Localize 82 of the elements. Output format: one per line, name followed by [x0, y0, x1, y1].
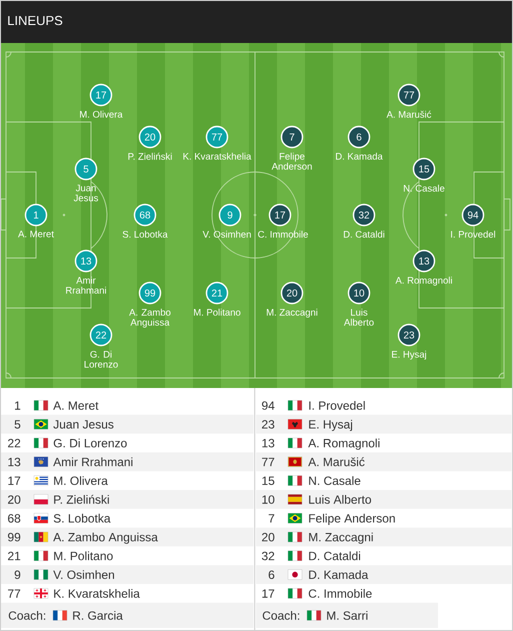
header-bar: LINEUPS [0, 0, 513, 43]
player-name: N. Casale [404, 184, 444, 192]
jersey-number: 13 [8, 458, 20, 466]
player-name: M. Zaccagni [309, 532, 373, 544]
jersey-number: 22 [8, 438, 20, 448]
player-name: S. Lobotka [54, 514, 111, 523]
player-name: Juan Jesus [74, 184, 98, 202]
player-badge: 22 [90, 324, 112, 346]
player-name: M. Politano [54, 551, 113, 560]
player-name: E. Hysaj [392, 350, 426, 360]
jersey-number: 94 [262, 401, 274, 410]
player-name: E. Hysaj [309, 420, 352, 431]
player-name: D. Cataldi [309, 551, 360, 560]
player-name: A. Romagnoli [396, 276, 452, 286]
player-name: Felipe Anderson [272, 152, 312, 170]
player-name: D. Cataldi [344, 230, 384, 238]
jersey-number: 7 [268, 514, 274, 522]
player-name: P. Zieliński [54, 494, 109, 504]
player-name: Luis Alberto [344, 308, 374, 326]
player-badge: 17 [90, 84, 112, 106]
player-name: M. Politano [194, 308, 240, 316]
player-name: V. Osimhen [202, 230, 251, 238]
player-name: M. Olivera [80, 110, 123, 118]
player-name: A. Zambo Anguissa [53, 532, 158, 544]
player-name: A. Meret [53, 401, 98, 410]
player-name: S. Lobotka [122, 230, 168, 238]
jersey-number: 9 [14, 570, 20, 579]
player-badge: 23 [398, 324, 420, 346]
jersey-number: 17 [262, 589, 274, 598]
player-name: G. Di Lorenzo [84, 350, 118, 368]
player-badge: 99 [138, 282, 162, 304]
coach-label: Coach: [8, 611, 46, 620]
player-name: A. Zambo Anguissa [129, 308, 170, 328]
jersey-number: 77 [262, 458, 274, 466]
player-badge: 20 [280, 282, 304, 304]
jersey-number: 13 [262, 438, 274, 448]
player-badge: 13 [412, 250, 436, 272]
jersey-number: 32 [262, 552, 274, 560]
player-name: P. Zieliński [128, 152, 172, 160]
player-badge: 68 [134, 204, 156, 226]
jersey-number: 1 [15, 401, 20, 410]
player-name: K. Kvaratskhelia [183, 152, 252, 160]
player-name: G. Di Lorenzo [54, 438, 127, 448]
player-name: C. Immobile [308, 589, 372, 598]
player-name: C. Immobile [258, 230, 308, 238]
player-name: A. Meret [18, 230, 54, 238]
player-name: Felipe Anderson [309, 514, 395, 525]
jersey-number: 17 [8, 476, 20, 485]
player-name: D. Kamada [309, 570, 368, 579]
player-name: D. Kamada [336, 152, 383, 160]
player-name: Juan Jesus [53, 420, 114, 429]
jersey-number: 6 [268, 570, 274, 579]
player-name: V. Osimhen [53, 570, 114, 579]
jersey-number: 5 [14, 420, 20, 429]
player-name: Amir Rrahmani [66, 276, 106, 294]
jersey-number: 99 [8, 532, 20, 542]
player-name: A. Marušić [308, 457, 365, 466]
player-name: A. Romagnoli [308, 438, 380, 450]
player-name: N. Casale [309, 476, 360, 485]
player-name: I. Provedel [451, 230, 496, 238]
player-name: M. Zaccagni [266, 308, 318, 318]
player-badge: 77 [398, 84, 420, 106]
player-name: K. Kvaratskhelia [54, 589, 140, 598]
player-name: I. Provedel [309, 401, 365, 410]
jersey-number: 20 [262, 532, 274, 542]
jersey-number: 68 [8, 514, 20, 523]
jersey-number: 10 [262, 495, 274, 504]
jersey-number: 23 [262, 420, 274, 429]
player-badge: 15 [412, 158, 436, 180]
coach-name: M. Sarri [327, 611, 368, 620]
jersey-number: 77 [8, 589, 20, 598]
player-badge: 7 [280, 126, 304, 148]
coach-name: R. Garcia [73, 611, 123, 620]
player-badge: 20 [138, 126, 162, 148]
jersey-number: 21 [8, 552, 20, 560]
jersey-number: 20 [8, 495, 20, 504]
player-name: Amir Rrahmani [53, 457, 132, 466]
coach-label: Coach: [262, 611, 300, 620]
jersey-number: 15 [262, 476, 274, 485]
player-name: A. Marušić [386, 110, 432, 118]
player-name: Luis Alberto [309, 495, 372, 504]
player-name: M. Olivera [54, 476, 108, 485]
